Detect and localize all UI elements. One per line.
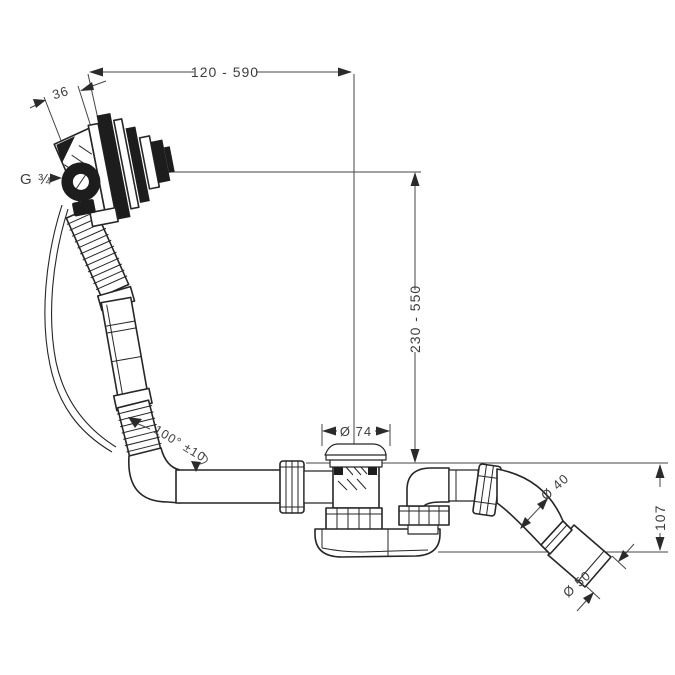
waste-tee — [325, 465, 383, 531]
dim-flange-diameter-label: Ø 74 — [340, 424, 372, 439]
thread-label: G ¾ — [20, 171, 51, 188]
waste-flange — [324, 443, 387, 468]
outlet-pipe — [472, 463, 612, 588]
hose-smooth-tube — [100, 296, 149, 400]
overflow-hose — [65, 205, 181, 504]
outlet-sleeve — [540, 520, 573, 555]
dim-pipe-diameter-label: Ø 40 — [538, 471, 572, 504]
tee-union-nut-bottom — [325, 507, 383, 531]
control-cable — [44, 204, 117, 453]
dim-outlet-height-label: 107 — [652, 505, 668, 531]
outlet-stub — [448, 469, 479, 502]
union-nut-left — [279, 460, 305, 514]
dim-height-range: 230 - 550 — [407, 172, 423, 463]
pipe-stub — [303, 470, 335, 504]
trap-union-nut — [398, 505, 450, 526]
dim-width-range: 120 - 590 — [89, 64, 352, 80]
hose-corrugated-lower — [116, 399, 162, 458]
dim-width-range-label: 120 - 590 — [191, 64, 259, 80]
hose-elbow — [128, 447, 181, 504]
dim-height-range-label: 230 - 550 — [407, 285, 423, 353]
dim-overflow-offset: 36 — [29, 80, 107, 109]
dim-overflow-offset-label: 36 — [50, 83, 70, 102]
trap-elbow — [406, 467, 450, 507]
dim-outlet-height: 107 — [652, 464, 668, 551]
dim-flange-diameter: Ø 74 — [321, 424, 391, 446]
thread-label-group: G ¾ — [20, 171, 62, 188]
overflow-valve — [53, 112, 175, 228]
trap — [314, 467, 479, 558]
horizontal-overflow-pipe — [175, 460, 335, 514]
